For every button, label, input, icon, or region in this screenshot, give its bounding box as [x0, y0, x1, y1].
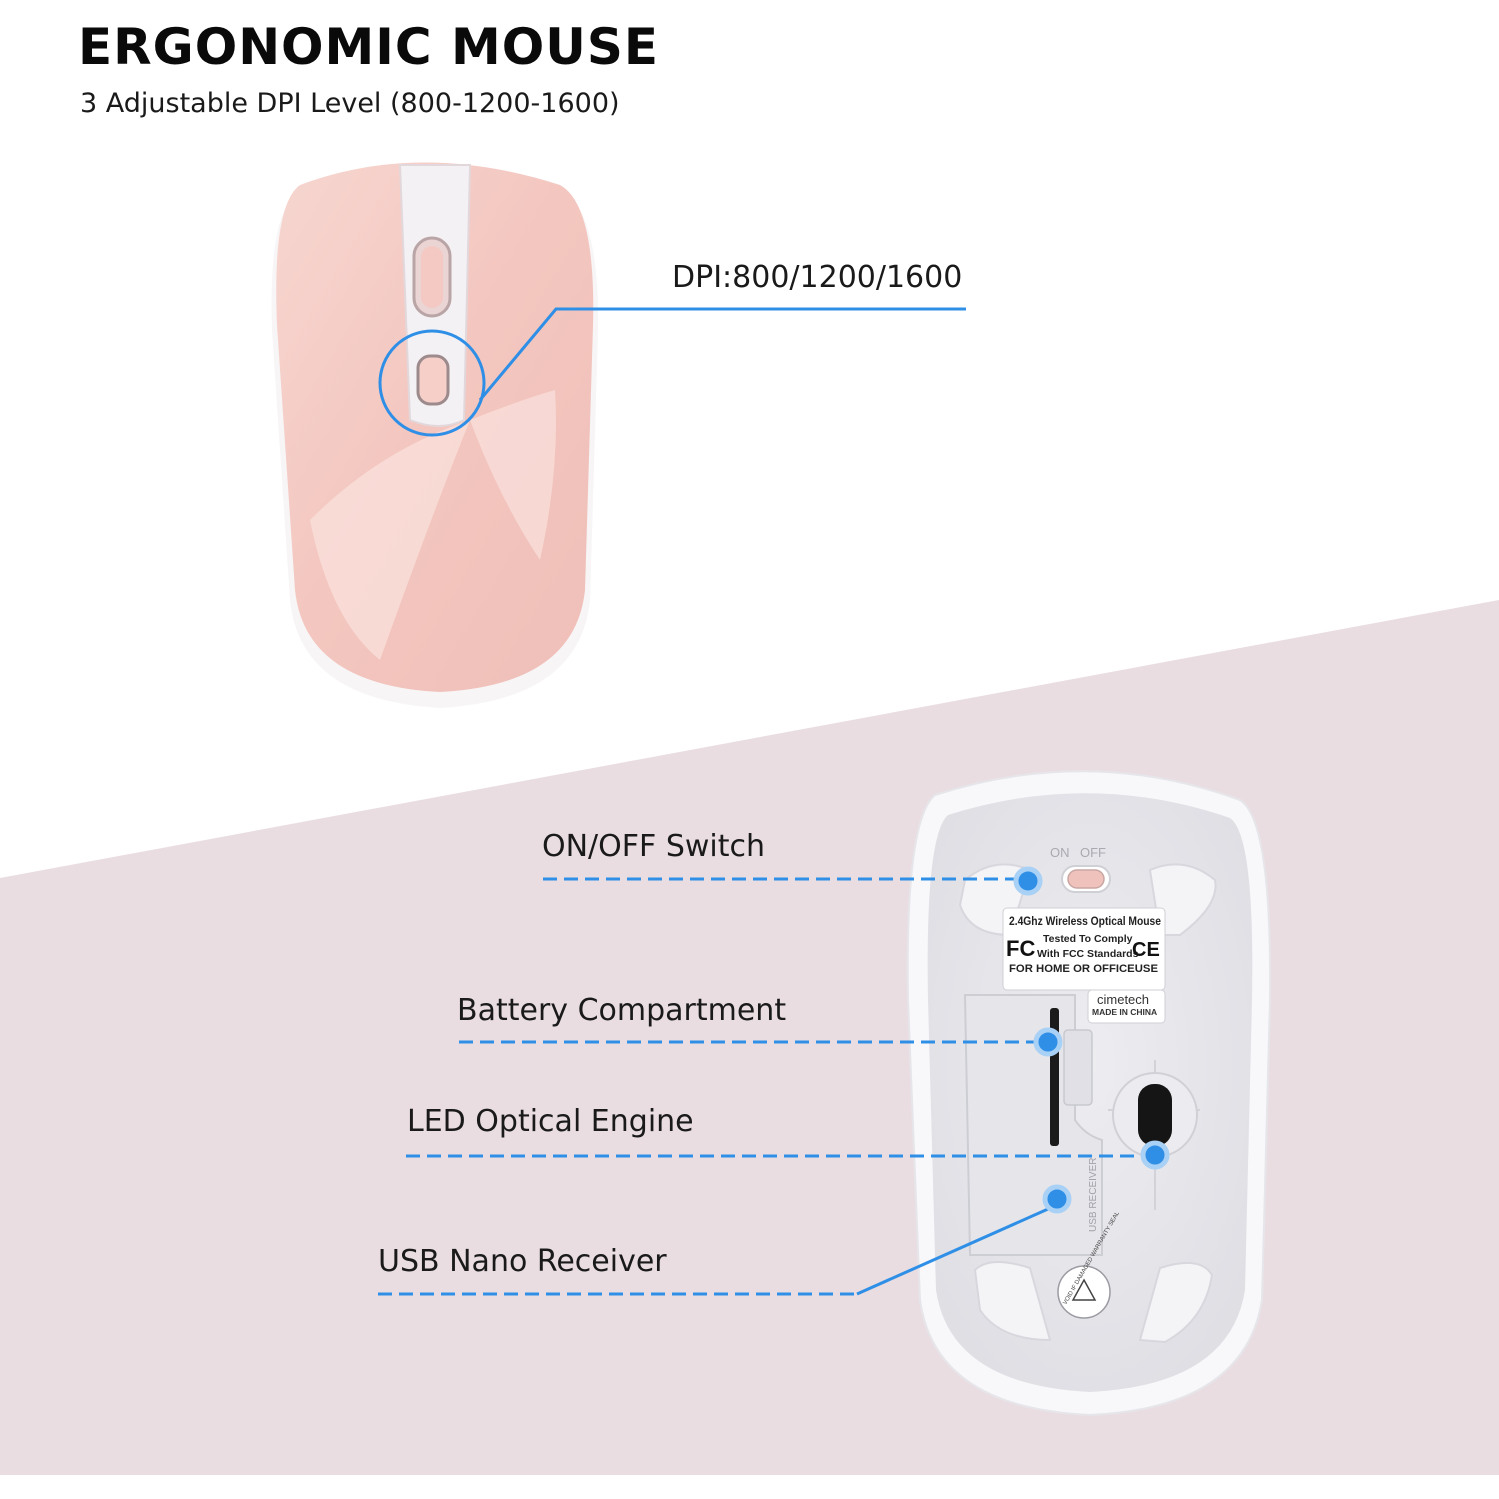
dpi-button[interactable]	[416, 354, 450, 406]
battery-callout-label: Battery Compartment	[457, 993, 787, 1028]
fcc-mark: FC	[1006, 936, 1035, 961]
label-line-1: 2.4Ghz Wireless Optical Mouse	[1009, 916, 1161, 928]
mouse-bottom-view	[906, 770, 1272, 1417]
usb-slot-text: USB RECEIVER	[1088, 1158, 1099, 1232]
ce-mark: CE	[1132, 939, 1160, 961]
dpi-callout-label: DPI:800/1200/1600	[672, 260, 963, 295]
label-line-3: With FCC Standards	[1037, 948, 1139, 960]
on-off-callout-label: ON/OFF Switch	[542, 829, 766, 864]
brand-text: cimetech	[1097, 992, 1149, 1007]
switch-on-text: ON	[1050, 845, 1070, 860]
label-line-2: Tested To Comply	[1043, 933, 1133, 945]
optical-sensor	[1138, 1084, 1172, 1146]
background-band	[0, 600, 1499, 1475]
callout-leaders	[378, 866, 1170, 1296]
usb-callout-label: USB Nano Receiver	[378, 1244, 667, 1279]
page-subtitle: 3 Adjustable DPI Level (800-1200-1600)	[80, 88, 620, 119]
mouse-top-view	[271, 162, 599, 708]
made-in-text: MADE IN CHINA	[1092, 1007, 1157, 1017]
power-switch[interactable]	[1067, 869, 1105, 889]
dpi-callout-marker	[378, 307, 966, 437]
label-line-4: FOR HOME OR OFFICEUSE	[1009, 963, 1158, 975]
switch-off-text: OFF	[1080, 845, 1106, 860]
page-title: ERGONOMIC MOUSE	[78, 18, 660, 76]
led-callout-label: LED Optical Engine	[407, 1104, 694, 1139]
